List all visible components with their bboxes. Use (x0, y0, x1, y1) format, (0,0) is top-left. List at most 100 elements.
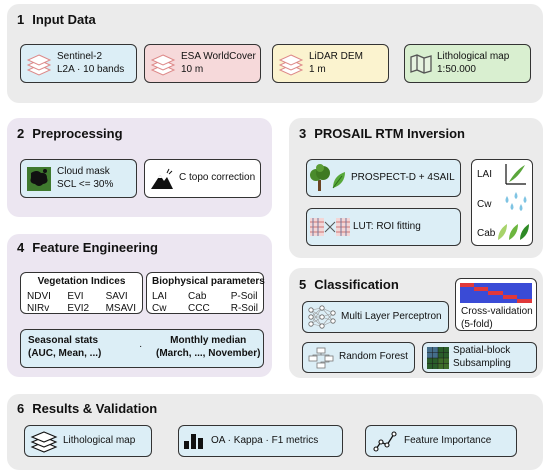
random-forest-card: Random Forest (302, 342, 415, 373)
line-graph-icon (366, 430, 404, 452)
temporal-features-card: Seasonal stats (AUC, Mean, ...) · Monthl… (20, 329, 264, 368)
lithological-map-result-card: Lithological map (24, 425, 152, 457)
section-title: PROSAIL RTM Inversion (314, 126, 465, 141)
topo-correction-label: C topo correction (179, 172, 256, 184)
topo-correction-card: C topo correction (144, 159, 261, 198)
lidar-detail: 1 m (309, 63, 326, 75)
cab-label: Cab (477, 228, 496, 239)
bio-item: Cw (152, 303, 167, 314)
cloud-mask-card: Cloud mask SCL <= 30% (20, 159, 137, 198)
section-number: 4 (17, 240, 25, 255)
random-forest-label: Random Forest (339, 351, 408, 363)
bio-item: Cab (188, 290, 207, 302)
biophysical-outputs-card: LAI Cw Cab (471, 159, 533, 246)
bio-item: LAI (152, 290, 168, 302)
bio-item: CCC (188, 303, 210, 314)
leaf-gradient-icon (498, 224, 529, 240)
spatial-block-card: Spatial-block Subsampling (422, 342, 537, 373)
preprocessing-title: 2 Preprocessing (17, 126, 123, 141)
seasonal-stats: Seasonal stats (AUC, Mean, ...) (28, 335, 101, 360)
neural-network-icon (303, 305, 341, 329)
decision-tree-icon (303, 347, 339, 369)
metrics-card: OA · Kappa · F1 metrics (178, 425, 343, 457)
seasonal-stats-detail: (AUC, Mean, ...) (28, 347, 102, 359)
vi-item: EVI (67, 290, 84, 302)
cloud-mask-thumbnail-icon (21, 166, 57, 191)
lithological-map-name: Lithological map (437, 51, 510, 62)
monthly-median-title: Monthly median (170, 335, 247, 346)
cv-text: Cross-validation (5-fold) (461, 306, 533, 331)
lithological-map-scale: 1:50.000 (437, 63, 476, 75)
section-title: Results & Validation (32, 401, 158, 416)
vegetation-indices-list: NDVI EVI SAVI NIRv EVI2 MSAVI (27, 291, 136, 316)
section-number: 2 (17, 126, 25, 141)
lithological-map-card: Lithological map 1:50.000 (404, 44, 531, 83)
folded-map-icon (405, 53, 437, 75)
cv-detail: (5-fold) (461, 318, 493, 330)
sentinel2-detail: L2A · 10 bands (57, 63, 125, 75)
separator-dot: · (139, 341, 143, 352)
prospect-model-label: PROSPECT-D + 4SAIL (351, 171, 455, 183)
section-title: Feature Engineering (32, 240, 158, 255)
feature-importance-card: Feature Importance (365, 425, 517, 457)
classification-title: 5 Classification (299, 277, 399, 292)
biophysical-parameters-list: LAI Cab P-Soil Cw CCC R-Soil (152, 291, 258, 316)
lithological-map-result-label: Lithological map (63, 434, 136, 446)
metrics-label: OA · Kappa · F1 metrics (211, 434, 319, 446)
monthly-median-detail: (March, ..., November) (156, 347, 261, 359)
results-title: 6 Results & Validation (17, 401, 157, 416)
bar-chart-icon (179, 432, 211, 450)
monthly-median: Monthly median (March, ..., November) (156, 335, 260, 360)
lut-heatmap-icon (307, 216, 353, 238)
cw-label: Cw (477, 199, 492, 210)
lai-slope-icon (505, 164, 526, 185)
sentinel2-card: Sentinel-2 L2A · 10 bands (20, 44, 137, 83)
section-title: Input Data (32, 12, 96, 27)
layers-icon (145, 52, 181, 76)
cloud-mask-label: Cloud mask (57, 166, 110, 177)
bio-item: R-Soil (230, 303, 258, 314)
input-data-panel: 1 Input Data Sentinel-2 L2A · 10 bands E… (7, 4, 543, 103)
spatial-block-grid-icon (423, 346, 453, 369)
cv-title: Cross-validation (461, 306, 533, 317)
spatial-block-title: Spatial-block (453, 345, 511, 356)
worldcover-card: ESA WorldCover 10 m (144, 44, 261, 83)
worldcover-name: ESA WorldCover (181, 51, 256, 62)
water-drops-icon (505, 192, 527, 211)
spatial-block-detail: Subsampling (453, 357, 511, 369)
sentinel2-name: Sentinel-2 (57, 51, 103, 62)
vegetation-indices-title: Vegetation Indices (37, 276, 126, 287)
seasonal-stats-title: Seasonal stats (28, 335, 99, 346)
section-number: 3 (299, 126, 307, 141)
preprocessing-panel: 2 Preprocessing Cloud mask SCL <= 30% (7, 118, 272, 217)
cloud-mask-threshold: SCL <= 30% (57, 178, 114, 190)
classification-panel: 5 Classification Multi Layer P (289, 268, 543, 378)
section-title: Preprocessing (32, 126, 123, 141)
prosail-title: 3 PROSAIL RTM Inversion (299, 126, 465, 141)
cross-validation-card: Cross-validation (5-fold) (455, 278, 537, 331)
biophysical-parameters-card: Biophysical parameters LAI Cab P-Soil Cw… (146, 272, 265, 316)
layers-icon (25, 429, 63, 453)
feature-engineering-panel: 4 Feature Engineering Vegetation Indices… (7, 234, 272, 377)
results-panel: 6 Results & Validation Lithological map … (7, 394, 543, 470)
bio-item: P-Soil (230, 290, 258, 302)
prospect-model-card: PROSPECT-D + 4SAIL (306, 159, 461, 197)
section-title: Classification (314, 277, 399, 292)
tree-leaf-icon (307, 164, 351, 192)
lut-label: LUT: ROI fitting (353, 220, 421, 232)
lut-card: LUT: ROI fitting (306, 208, 461, 246)
section-number: 6 (17, 401, 25, 416)
mlp-label: Multi Layer Perceptron (341, 310, 442, 322)
vegetation-indices-card: Vegetation Indices NDVI EVI SAVI NIRv EV… (20, 272, 143, 314)
layers-icon (21, 52, 57, 76)
lidar-name: LiDAR DEM (309, 51, 363, 62)
vi-item: SAVI (105, 290, 128, 302)
section-number: 5 (299, 277, 307, 292)
section-number: 1 (17, 12, 25, 27)
vi-item: NIRv (27, 303, 50, 314)
mlp-card: Multi Layer Perceptron (302, 301, 449, 333)
vi-item: MSAVI (105, 303, 136, 314)
layers-icon (273, 52, 309, 76)
lidar-card: LiDAR DEM 1 m (272, 44, 389, 83)
feature-engineering-title: 4 Feature Engineering (17, 240, 158, 255)
